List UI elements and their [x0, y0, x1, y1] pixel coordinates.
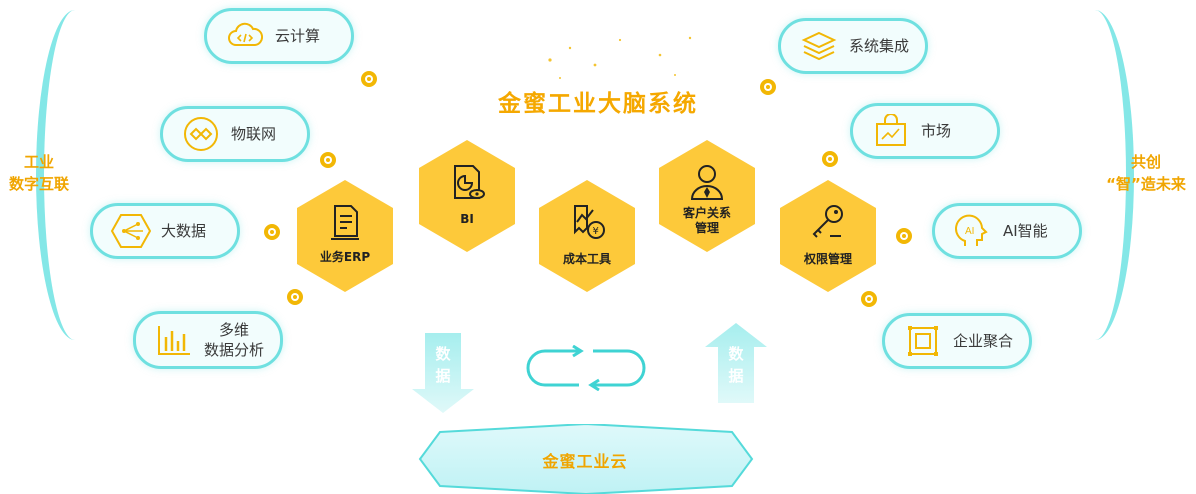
- hexagon-shape: [539, 180, 635, 292]
- connector-dot: [361, 71, 377, 87]
- left-side-label: 工业 数字互联: [8, 153, 69, 193]
- page-title: 金蜜工业大脑系统: [498, 91, 698, 117]
- module-label: 权限管理: [803, 252, 852, 266]
- module-label: 客户关系 管理: [682, 206, 731, 235]
- ai-head-icon: AI: [953, 211, 993, 251]
- customer-icon: [687, 162, 727, 202]
- module-bi: BI: [418, 140, 516, 252]
- right-bracket: [1056, 10, 1134, 340]
- bubble-label: 大数据: [161, 222, 207, 240]
- module-crm: 客户关系 管理: [658, 140, 756, 252]
- big-data-icon: [111, 211, 151, 251]
- connector-dot: [320, 152, 336, 168]
- module-cost-tools: ¥ 成本工具: [538, 180, 636, 292]
- bar-chart-icon: [154, 320, 194, 360]
- bubble-ai: AI AI智能: [932, 203, 1082, 259]
- cloud-platform-shape: [418, 424, 754, 494]
- cloud-code-icon: [225, 16, 265, 56]
- module-label: BI: [460, 212, 474, 226]
- sync-cycle-icon: [526, 345, 646, 391]
- sparkle-decoration: [548, 36, 692, 79]
- bubble-iot: 物联网: [160, 106, 310, 162]
- connector-dot: [822, 151, 838, 167]
- data-up-label: 数据: [728, 345, 744, 385]
- cost-chart-icon: ¥: [567, 202, 607, 242]
- bubble-label: 物联网: [231, 125, 277, 143]
- bubble-label: 多维 数据分析: [204, 321, 265, 359]
- key-icon: [808, 202, 848, 242]
- module-erp: 业务ERP: [296, 180, 394, 292]
- connector-dot: [264, 224, 280, 240]
- bubble-system-integration: 系统集成: [778, 18, 928, 74]
- data-up-arrow: [705, 323, 767, 403]
- module-label: 成本工具: [562, 252, 611, 266]
- bubble-big-data: 大数据: [90, 203, 240, 259]
- document-icon: [325, 202, 365, 242]
- bubble-label: 系统集成: [849, 37, 910, 55]
- bubble-multi-analysis: 多维 数据分析: [133, 311, 283, 369]
- data-down-label: 数据: [435, 345, 451, 385]
- module-label: 业务ERP: [319, 250, 371, 264]
- connector-dot: [760, 79, 776, 95]
- connector-dot: [287, 289, 303, 305]
- cloud-label: 金蜜工业云: [542, 452, 628, 471]
- layers-icon: [799, 26, 839, 66]
- bubble-label: 云计算: [275, 27, 321, 45]
- bubble-market: 市场: [850, 103, 1000, 159]
- bubble-label: 企业聚合: [953, 332, 1014, 350]
- bubble-label: AI智能: [1003, 222, 1048, 240]
- iot-link-icon: [181, 114, 221, 154]
- svg-text:AI: AI: [965, 226, 974, 237]
- market-bag-icon: [871, 111, 911, 151]
- left-bracket: [36, 10, 114, 340]
- svg-text:¥: ¥: [593, 226, 599, 237]
- hexagon-shape: [780, 180, 876, 292]
- connector-dot: [861, 291, 877, 307]
- connector-dot: [896, 228, 912, 244]
- aggregate-icon: [903, 321, 943, 361]
- bubble-enterprise-aggregation: 企业聚合: [882, 313, 1032, 369]
- hexagon-shape: [419, 140, 515, 252]
- right-side-label: 共创 “智”造未来: [1106, 153, 1186, 193]
- bubble-cloud-computing: 云计算: [204, 8, 354, 64]
- bubble-label: 市场: [921, 122, 952, 140]
- module-permissions: 权限管理: [779, 180, 877, 292]
- report-pie-icon: [447, 162, 487, 202]
- data-down-arrow: [412, 333, 474, 413]
